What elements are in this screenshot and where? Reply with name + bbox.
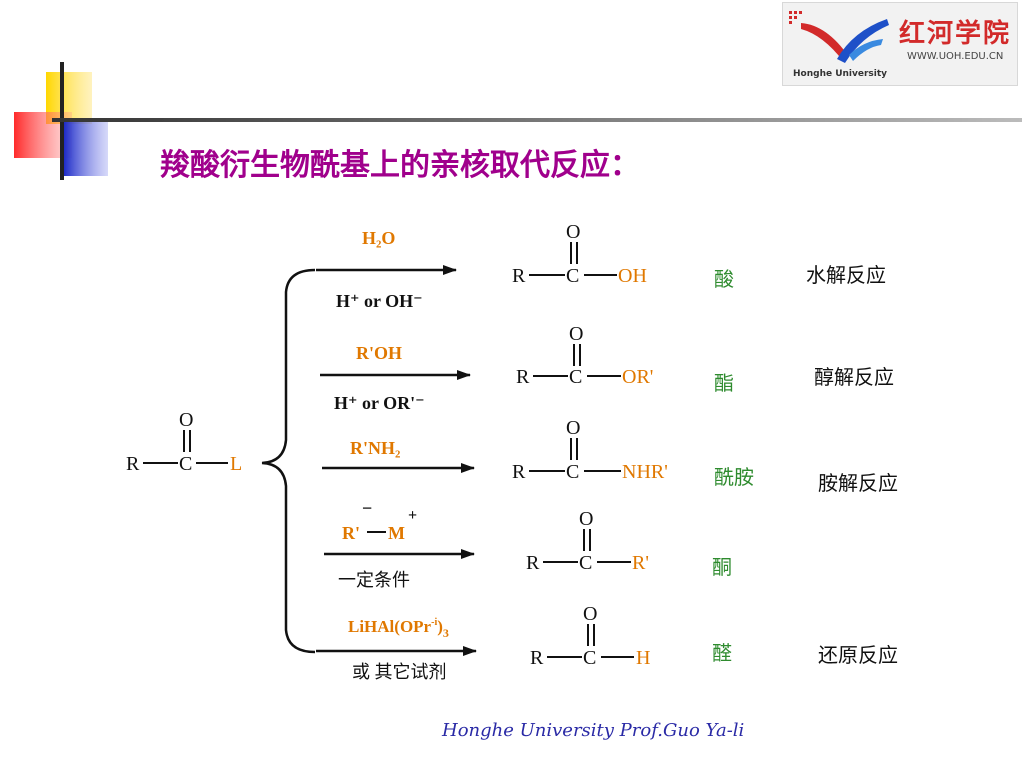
reagent-water: H₂O [362,228,395,248]
reaction-alcoholysis: R'OH H⁺ or OR'⁻ R C O OR' 酯 醇解反应 [320,323,894,413]
product-c: C [569,366,582,388]
product-r: R [512,265,526,287]
product-o: O [566,221,580,243]
product-group: R' [632,552,649,574]
reactant-acyl-compound: R C O L [126,409,242,475]
product-r: R [516,366,530,388]
leaving-group-l: L [230,453,242,475]
reaction-organometallic: − + R' M 一定条件 R C O R' 酮 [324,498,732,590]
reaction-type-aminolysis: 胺解反应 [818,472,898,495]
reaction-type-reduction: 还原反应 [818,644,898,667]
charge-plus: + [408,507,417,524]
product-c: C [579,552,592,574]
reagent-metal: M [388,523,405,543]
product-c: C [566,461,579,483]
reaction-hydrolysis: H₂O H⁺ or OH⁻ R C O OH 酸 水解反应 [316,221,886,311]
condition-acid-or-alkoxide: H⁺ or OR'⁻ [334,393,425,413]
product-o: O [583,603,597,625]
logo-chinese-name: 红河学院 [899,19,1012,49]
reactant-r: R [126,453,140,475]
product-class-ester: 酯 [714,373,734,395]
product-o: O [579,508,593,530]
footer-credit: Honghe University Prof.Guo Ya-li [442,720,745,741]
reagent-amine: R'NH₂ [350,438,400,458]
condition-acid-or-base: H⁺ or OH⁻ [336,291,423,311]
condition-other-reagents: 或 其它试剂 [352,662,447,682]
header-decoration [14,62,1022,180]
product-r: R [526,552,540,574]
product-o: O [569,323,583,345]
reactant-o: O [179,409,193,431]
product-c: C [583,647,596,669]
logo-url: WWW.UOH.EDU.CN [907,51,1004,62]
product-class-acid: 酸 [714,268,734,291]
reactant-c: C [179,453,192,475]
product-r: R [530,647,544,669]
condition-certain: 一定条件 [338,570,410,590]
reaction-type-alcoholysis: 醇解反应 [814,366,894,389]
logo-english-name: Honghe University [793,69,888,79]
product-class-aldehyde: 醛 [712,642,732,665]
product-group: H [636,647,650,669]
product-group: OH [618,265,647,287]
reaction-type-hydrolysis: 水解反应 [806,264,886,287]
logo-emblem-icon [789,11,889,63]
product-c: C [566,265,579,287]
charge-minus: − [362,498,372,518]
product-o: O [566,417,580,439]
reagent-r-prime: R' [342,523,360,543]
product-group: OR' [622,366,653,388]
reaction-reduction: LiHAl(OPr-i)3 或 其它试剂 R C O H 醛 还原反应 [316,603,898,682]
reagent-hydride: LiHAl(OPr-i)3 [348,617,449,640]
product-group: NHR' [622,461,668,483]
university-logo: 红河学院 WWW.UOH.EDU.CN Honghe University [782,2,1018,86]
branch-brace [261,268,316,654]
reaction-aminolysis: R'NH₂ R C O NHR' 酰胺 胺解反应 [322,417,898,495]
product-class-amide: 酰胺 [714,466,754,489]
product-r: R [512,461,526,483]
page-title: 羧酸衍生物酰基上的亲核取代反应： [160,148,640,183]
product-class-ketone: 酮 [712,557,732,579]
reagent-alcohol: R'OH [356,343,402,363]
